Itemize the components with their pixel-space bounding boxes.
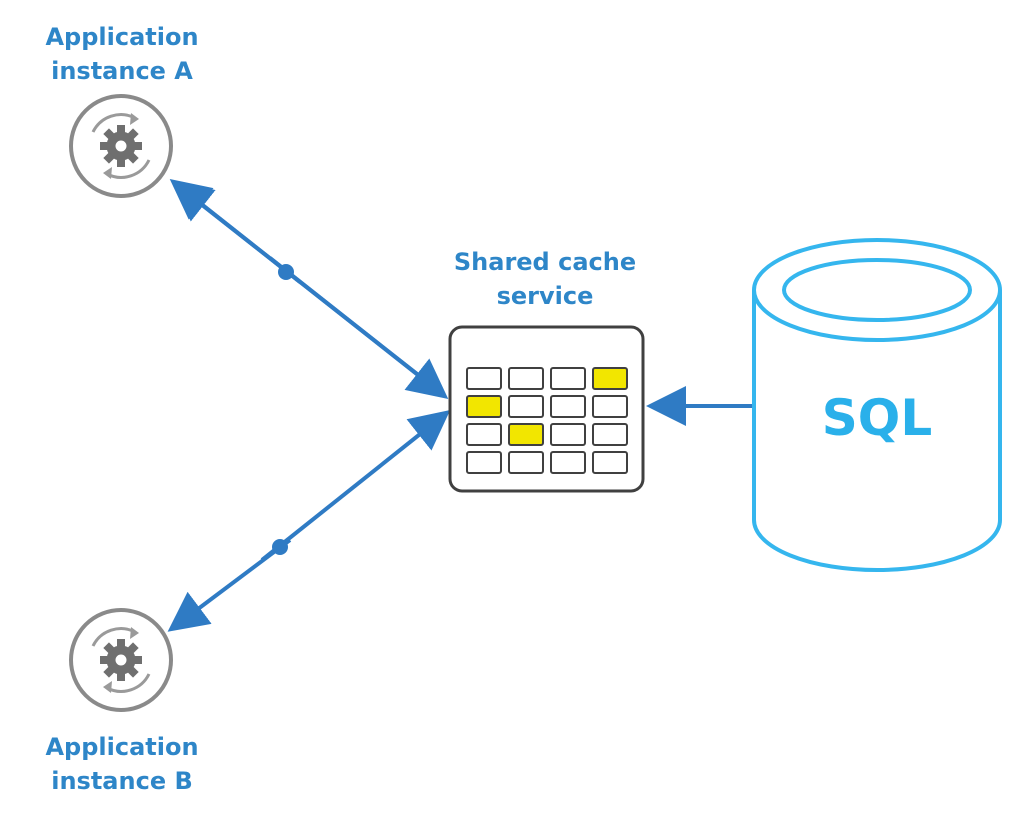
cache-cell xyxy=(466,367,502,390)
cache-cell xyxy=(550,423,586,446)
gear-sync-icon-b xyxy=(69,608,173,712)
shared-cache-label-line2: service xyxy=(496,282,594,310)
app-instance-b-label: Application instance B xyxy=(22,730,222,798)
sql-label: SQL xyxy=(822,389,932,447)
cache-cell xyxy=(592,451,628,474)
gear-sync-icon-a xyxy=(69,94,173,198)
app-instance-b-label-line1: Application xyxy=(45,733,199,761)
database-cylinder-icon: SQL xyxy=(752,238,1002,572)
app-instance-a-label: Application instance A xyxy=(22,20,222,88)
cache-cell xyxy=(508,367,544,390)
cache-cell xyxy=(466,451,502,474)
shared-cache-label: Shared cache service xyxy=(440,245,650,313)
cache-cell xyxy=(592,395,628,418)
shared-cache-label-line1: Shared cache xyxy=(453,248,637,276)
cache-cell xyxy=(550,395,586,418)
arrow-a-to-cache xyxy=(268,256,449,399)
arrow-b-to-cache xyxy=(260,410,451,562)
connector-a-dot xyxy=(278,264,294,280)
cache-cell xyxy=(550,367,586,390)
connector-b-dot xyxy=(272,539,288,555)
cache-cell xyxy=(592,367,628,390)
cache-cell xyxy=(550,451,586,474)
cache-cell xyxy=(592,423,628,446)
app-instance-b-label-line2: instance B xyxy=(51,767,193,795)
app-instance-a-label-line2: instance A xyxy=(51,57,193,85)
cache-cell xyxy=(508,395,544,418)
cache-cell xyxy=(466,395,502,418)
cache-cell xyxy=(508,451,544,474)
cache-cell xyxy=(508,423,544,446)
app-instance-a-label-line1: Application xyxy=(45,23,199,51)
cache-grid-icon xyxy=(448,325,645,493)
cache-cell xyxy=(466,423,502,446)
